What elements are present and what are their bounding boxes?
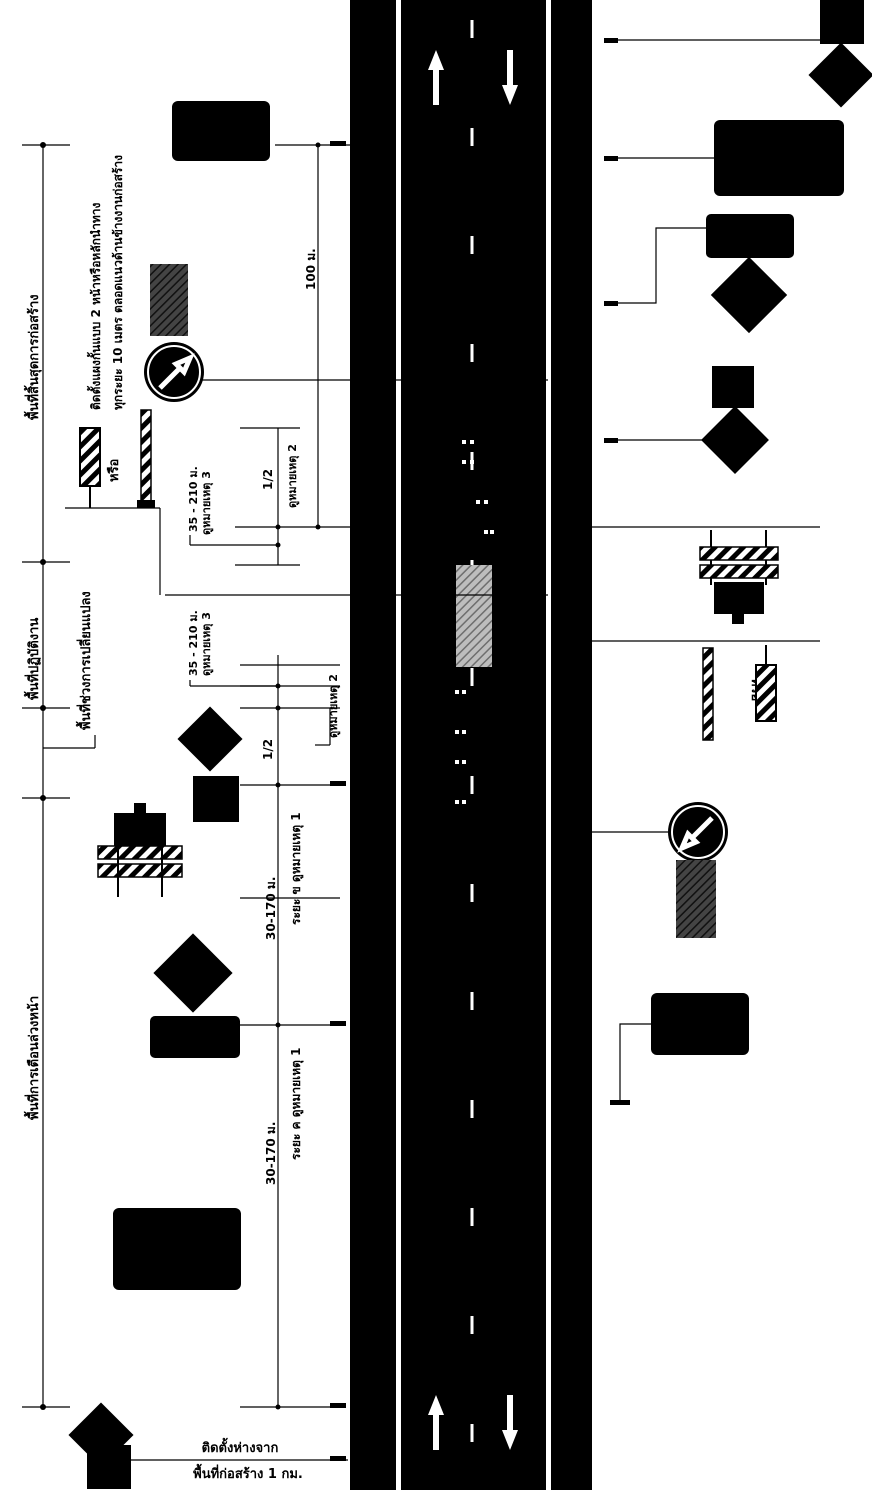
striped-delineator xyxy=(79,427,101,487)
zone-axis-dots xyxy=(40,142,46,1410)
half-label-upper: 1/2 xyxy=(261,469,275,490)
hatched-panel xyxy=(676,860,716,938)
warning-rect-sign xyxy=(651,993,749,1055)
warning-diamond-sign xyxy=(710,256,788,334)
left-signs xyxy=(68,101,348,1489)
note3-label-upper: ดูหมายเหตุ 3 xyxy=(200,471,214,535)
zone-label-termination: พื้นที่สิ้นสุดการก่อสร้าง xyxy=(23,294,42,420)
warning-diamond-sign xyxy=(177,706,243,772)
barrier-note-2: ทุกระยะ 10 เมตร ตลอดแนวด้านข้างงานก่อสร้… xyxy=(111,155,126,410)
road xyxy=(350,0,592,1490)
sign-plate xyxy=(706,214,794,258)
hatched-panel xyxy=(150,264,188,336)
road-lane-left xyxy=(350,0,396,1490)
arrow-up-icon xyxy=(428,1395,444,1450)
install-note-1: ติดตั้งห่างจาก xyxy=(202,1437,279,1456)
sign-plate xyxy=(193,776,239,822)
note2-label-upper: ดูหมายเหตุ 2 xyxy=(286,444,300,508)
warning-diamond-sign xyxy=(808,42,872,108)
end-construction-sign xyxy=(172,101,270,161)
note3-label-lower: ดูหมายเหตุ 3 xyxy=(200,612,214,676)
sign-plate xyxy=(87,1445,131,1489)
range-label-lower: 35 - 210 ม. xyxy=(187,610,200,676)
arrow-down-left-icon xyxy=(677,816,714,853)
zone-label-transition: พื้นที่ช่วงการเปลี่ยนแปลง xyxy=(75,591,94,730)
distance-value-c: 30-170 ม. xyxy=(264,1122,278,1185)
distance-axis xyxy=(189,144,350,1408)
sign-plate xyxy=(712,366,754,408)
reference-lines xyxy=(65,379,820,833)
arrow-up-right-icon xyxy=(158,353,195,390)
sign-plate xyxy=(150,1016,240,1058)
hundred-label: 100 ม. xyxy=(304,248,318,290)
zone-label-work: พื้นที่ปฏิบัติงาน xyxy=(23,618,42,700)
arrow-down-icon xyxy=(502,50,518,105)
road-lanes-center xyxy=(401,0,546,1490)
arrow-up-icon xyxy=(428,50,444,105)
or-label-upper: หรือ xyxy=(106,459,122,482)
barricade-lamp xyxy=(97,803,183,897)
warning-diamond-sign xyxy=(701,406,769,474)
delineator-post xyxy=(140,409,152,503)
warning-rect-sign xyxy=(113,1208,241,1290)
warning-rect-sign xyxy=(714,120,844,196)
warning-diamond-sign xyxy=(153,933,233,1013)
barrier-note-1: ติดตั้งแผงกั้นแบบ 2 หน้าหรือหลักนำทาง xyxy=(86,202,103,410)
delineator-post xyxy=(702,647,714,741)
distance-value-b: 30-170 ม. xyxy=(264,877,278,940)
note2-label-lower: ดูหมายเหตุ 2 xyxy=(327,674,341,738)
zone-label-advance: พื้นที่การเตือนล่วงหน้า xyxy=(23,996,42,1120)
distance-label-c: ระยะ ค ดูหมายเหตุ 1 xyxy=(289,1048,304,1160)
distance-label-b: ระยะ ข ดูหมายเหตุ 1 xyxy=(289,812,304,925)
striped-delineator xyxy=(755,664,777,722)
road-lane-right xyxy=(551,0,592,1490)
work-area xyxy=(456,565,492,667)
half-label: 1/2 xyxy=(261,739,275,760)
install-note-2: พื้นที่ก่อสร้าง 1 กม. xyxy=(193,1463,303,1482)
arrow-down-icon xyxy=(502,1395,518,1450)
right-signs xyxy=(604,0,872,1105)
sign-plate xyxy=(820,0,864,44)
range-label-upper: 35 - 210 ม. xyxy=(187,466,200,532)
barricade-lamp xyxy=(699,530,779,624)
distance-axis-dots xyxy=(275,142,321,1410)
traffic-cones xyxy=(455,440,494,804)
direction-arrows xyxy=(428,50,518,1450)
